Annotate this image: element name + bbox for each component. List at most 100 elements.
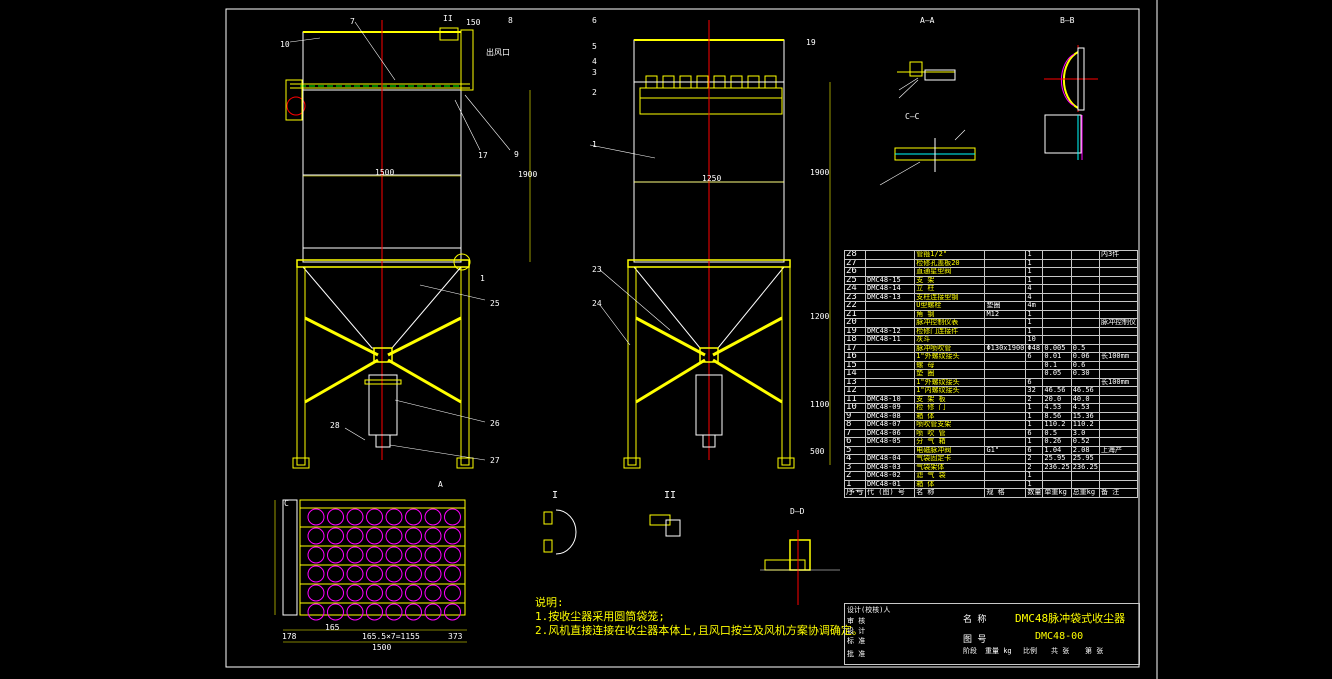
bom-cell-w1 [1042, 275, 1072, 285]
bom-cell-name: 分 气 箱 [914, 437, 986, 447]
bom-cell-code: DMC48-01 [865, 479, 916, 489]
bom-cell-code: DMC48-15 [865, 275, 916, 285]
bom-cell-w2 [1070, 275, 1100, 285]
front-callout-ii: II [443, 14, 453, 23]
bom-cell-name: 喷 吹 管 [914, 428, 986, 438]
bom-cell-name: 支 架 [914, 275, 986, 285]
bom-cell-w1 [1042, 326, 1072, 336]
bom-cell-code: DMC48-03 [865, 462, 916, 472]
filter-bag-circle [424, 546, 442, 564]
front-callout-27: 27 [490, 456, 500, 465]
bom-cell-name: U型螺栓 [914, 301, 986, 311]
bom-cell-no: 10 [843, 403, 867, 413]
filter-bag-circle [444, 565, 461, 583]
bom-cell-no: 9 [843, 411, 867, 421]
bom-cell-no: 24 [843, 284, 867, 294]
filter-bag-circle [307, 565, 325, 583]
bom-cell-code: DMC48-06 [865, 428, 916, 438]
plan-dim-178: 178 [282, 632, 297, 641]
bom-cell-spec [984, 284, 1027, 294]
bom-cell-spec [984, 369, 1027, 379]
bom-cell-name: 脉冲控制仪表 [914, 318, 986, 328]
section-aa [897, 61, 956, 99]
title-row-0: 设计(校核)人 [847, 606, 891, 614]
bom-header-spec: 规 格 [984, 488, 1027, 498]
bom-cell-spec: Φ130x1900 [984, 343, 1027, 353]
code-label: 图 号 [963, 635, 987, 645]
filter-bag-circle [327, 546, 344, 564]
bom-cell-w1 [1042, 250, 1072, 260]
bom-cell-w2: 3.0 [1070, 428, 1100, 438]
bom-cell-w1: 20.0 [1042, 394, 1072, 404]
bom-cell-code [865, 318, 916, 328]
bom-cell-code [865, 343, 916, 353]
filter-bag-circle [366, 508, 383, 526]
bom-cell-spec [984, 250, 1027, 260]
bom-cell-no: 8 [843, 420, 867, 430]
side-callout-19: 19 [806, 38, 816, 47]
plan-dim-1155: 165.5×7=1155 [362, 632, 420, 641]
bom-cell-spec: M12 [984, 309, 1027, 319]
section-label-cc: C—C [905, 112, 920, 121]
bom-cell-w1: 8.56 [1042, 411, 1072, 421]
drawing-title: DMC48脉冲袋式收尘器 [1015, 612, 1126, 625]
bom-cell-no: 15 [843, 360, 867, 370]
bom-cell-no: 2 [843, 471, 867, 481]
bom-cell-note: 上海产 [1098, 445, 1139, 455]
bom-cell-code: DMC48-11 [865, 335, 916, 345]
filter-bag-circle [385, 546, 403, 564]
bom-cell-w1 [1042, 301, 1072, 311]
section-label-aa: A—A [920, 16, 935, 25]
bom-cell-name: 箱 体 [914, 479, 986, 489]
bom-cell-code: DMC48-07 [865, 420, 916, 430]
bom-cell-w1: 0.05 [1042, 369, 1072, 379]
bom-cell-name: 支柱连接型钢 [914, 292, 986, 302]
bom-cell-note: 长100mm [1098, 377, 1139, 387]
bom-cell-q: 2 [1025, 454, 1044, 464]
filter-bag-circle [405, 527, 422, 545]
bom-header-no: 序号 [843, 488, 867, 498]
bom-cell-no: 18 [843, 335, 867, 345]
side-dim-1900: 1900 [810, 168, 830, 177]
bom-cell-q: 1 [1025, 309, 1044, 319]
side-callout-3: 3 [592, 68, 597, 77]
filter-bag-circle [444, 584, 461, 602]
front-callout-8: 8 [508, 16, 513, 25]
bom-cell-q: 2 [1025, 394, 1044, 404]
bom-cell-q: 6 [1025, 445, 1044, 455]
filter-bag-circle [366, 546, 383, 564]
section-dd [760, 530, 840, 605]
detail-label-1: I [552, 490, 559, 501]
bom-cell-w2 [1070, 318, 1100, 328]
bom-cell-note [1098, 292, 1139, 302]
bom-cell-note [1098, 454, 1139, 464]
bom-cell-spec [984, 479, 1027, 489]
bom-cell-no: 17 [843, 343, 867, 353]
filter-bag-circle [405, 546, 422, 564]
filter-bag-circle [327, 527, 344, 545]
bom-cell-code [865, 352, 916, 362]
front-dim-150: 150 [466, 18, 481, 27]
bom-cell-w2: 15.36 [1070, 411, 1100, 421]
bom-cell-w1: 46.56 [1042, 386, 1072, 396]
bom-header-code: 代 (图) 号 [865, 488, 916, 498]
bom-cell-name: 脉冲喷吹管 [914, 343, 986, 353]
filter-bag-circle [366, 565, 383, 583]
bom-cell-note [1098, 420, 1139, 430]
bom-cell-name: 支 架 板 [914, 394, 986, 404]
bom-cell-note: 长100mm [1098, 352, 1139, 362]
bom-cell-q: 1 [1025, 258, 1044, 268]
bom-cell-q: 1 [1025, 471, 1044, 481]
bom-cell-no: 7 [843, 428, 867, 438]
front-callout-9: 9 [514, 150, 519, 159]
